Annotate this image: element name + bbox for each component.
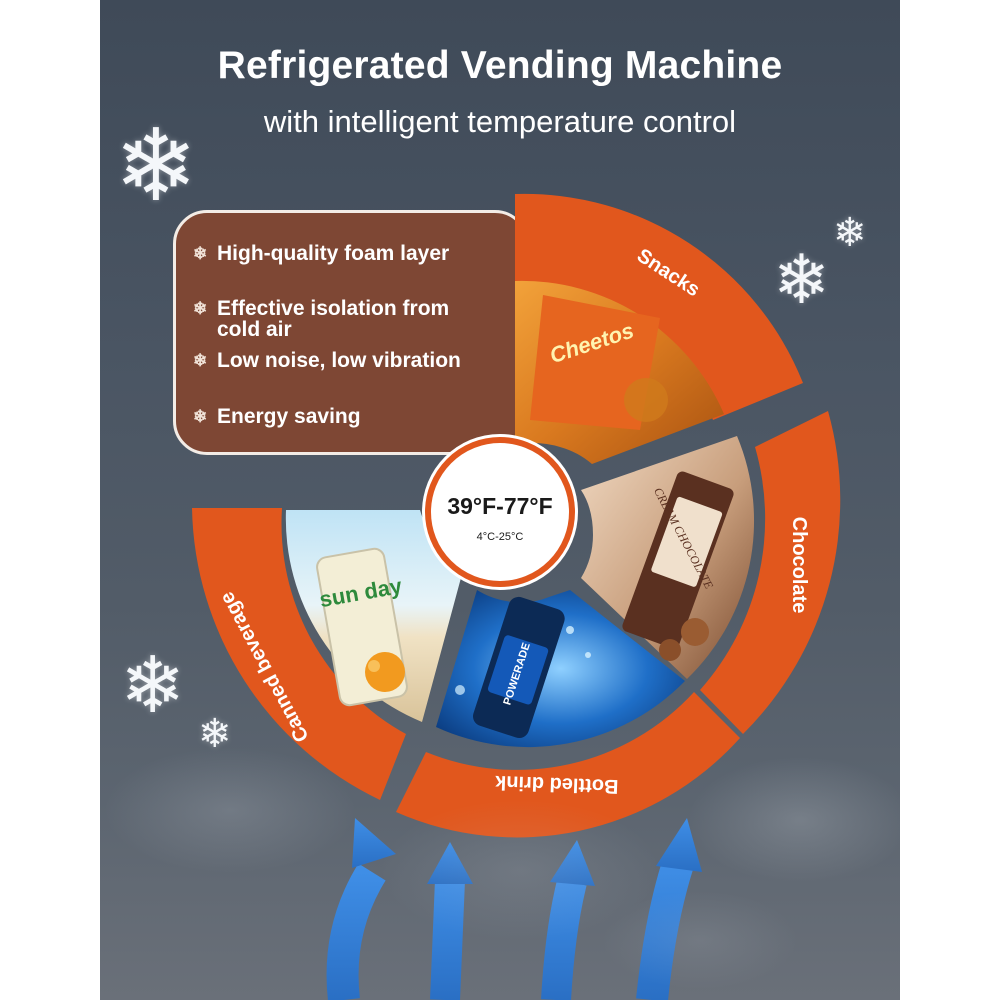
poster: Refrigerated Vending Machine with intell… (100, 0, 900, 1000)
snowflake-icon: ❄ (833, 211, 867, 255)
category-label-bottled-drink: Bottled drink (494, 771, 619, 797)
category-band-snacks (515, 193, 803, 420)
feature-text: High-quality foam layer (217, 242, 450, 265)
snowflake-icon: ❄ (193, 351, 208, 370)
category-band-canned-beverage (192, 508, 406, 800)
feature-text: Energy saving (217, 405, 361, 428)
sunday-can-illustration: sun day (316, 547, 408, 707)
feature-item: ❄ High-quality foam layer (193, 243, 527, 264)
snowflake-icon: ❄ (120, 641, 186, 729)
powerade-bottle-illustration: POWERADE (455, 596, 591, 739)
feature-item: ❄ Energy saving (193, 406, 527, 427)
page-title: Refrigerated Vending Machine (217, 44, 783, 87)
feature-text: Effective isolation from cold air (217, 297, 450, 341)
page-subtitle: with intelligent temperature control (263, 104, 737, 139)
snowflake-icon: ❄ (193, 407, 208, 426)
cheetos-bag-illustration: Cheetos (530, 295, 668, 430)
feature-text: Low noise, low vibration (217, 349, 461, 372)
category-band-chocolate (700, 411, 841, 734)
category-band-bottled-drink (396, 692, 740, 838)
snowflake-icon: ❄ (198, 712, 232, 756)
chocolate-bar-illustration: CREAM CHOCOLATE (622, 471, 734, 661)
product-wheel: Cheetos CREAM CHOCOLATE POWERADE (192, 193, 841, 838)
snowflake-icon: ❄ (193, 299, 208, 318)
temperature-range-celsius: 4°C-25°C (476, 531, 524, 543)
snowflake-icon: ❄ (114, 110, 198, 222)
snowflake-icon: ❄ (773, 242, 830, 318)
temperature-badge: 39°F-77°F 4°C-25°C (425, 437, 575, 587)
temperature-range-fahrenheit: 39°F-77°F (447, 493, 553, 519)
category-label-chocolate: Chocolate (788, 517, 810, 614)
feature-item: ❄ Low noise, low vibration (193, 350, 527, 371)
snowflake-icon: ❄ (193, 244, 208, 263)
feature-item: ❄ Effective isolation from cold air (193, 298, 475, 340)
